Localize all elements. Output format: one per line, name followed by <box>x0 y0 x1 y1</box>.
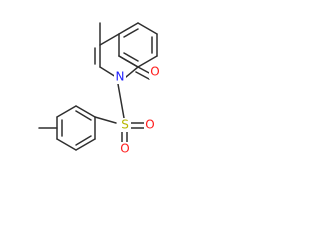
bond-c1-o <box>137 66 152 75</box>
bond-c3-n <box>99 66 117 78</box>
molecule-structure: N O S O O <box>38 22 161 156</box>
bond-tol-2 <box>56 105 77 118</box>
bond-tol-1 <box>75 105 96 118</box>
bond-c1-c8a <box>118 55 139 68</box>
s-label-bg <box>119 118 131 132</box>
bond-tol-inner-1 <box>75 110 92 121</box>
bond-c4a-c5 <box>118 22 139 35</box>
o-sulfonyl-top-label-bg <box>144 118 156 132</box>
bond-tol-4 <box>56 138 77 151</box>
bond-aromatic-inner-1 <box>123 28 139 38</box>
bond-c5-c6 <box>137 22 158 35</box>
atom-nitrogen: N <box>116 70 125 84</box>
o-sulfonyl-bottom-label-bg <box>119 142 131 156</box>
atom-carbonyl-oxygen: O <box>150 65 159 79</box>
bond-aromatic-inner-3 <box>123 52 139 62</box>
molecule-canvas: N O S O O <box>0 0 200 169</box>
bond-n-s <box>117 83 125 119</box>
atom-sulfonyl-oxygen-top: O <box>145 118 154 132</box>
n-label-bg <box>114 70 126 84</box>
bond-tol-5 <box>75 138 96 151</box>
bond-c4a-c4 <box>99 33 120 46</box>
atom-sulfur: S <box>121 118 129 132</box>
bond-c7-c8 <box>137 55 158 68</box>
bond-s-aryl <box>94 116 117 124</box>
o-carbonyl-label-bg <box>149 65 161 79</box>
bond-n-c1 <box>125 66 139 78</box>
bond-c1-o-double <box>135 71 150 80</box>
atom-sulfonyl-oxygen-bottom: O <box>120 142 129 156</box>
bond-tol-inner-3 <box>75 135 92 146</box>
